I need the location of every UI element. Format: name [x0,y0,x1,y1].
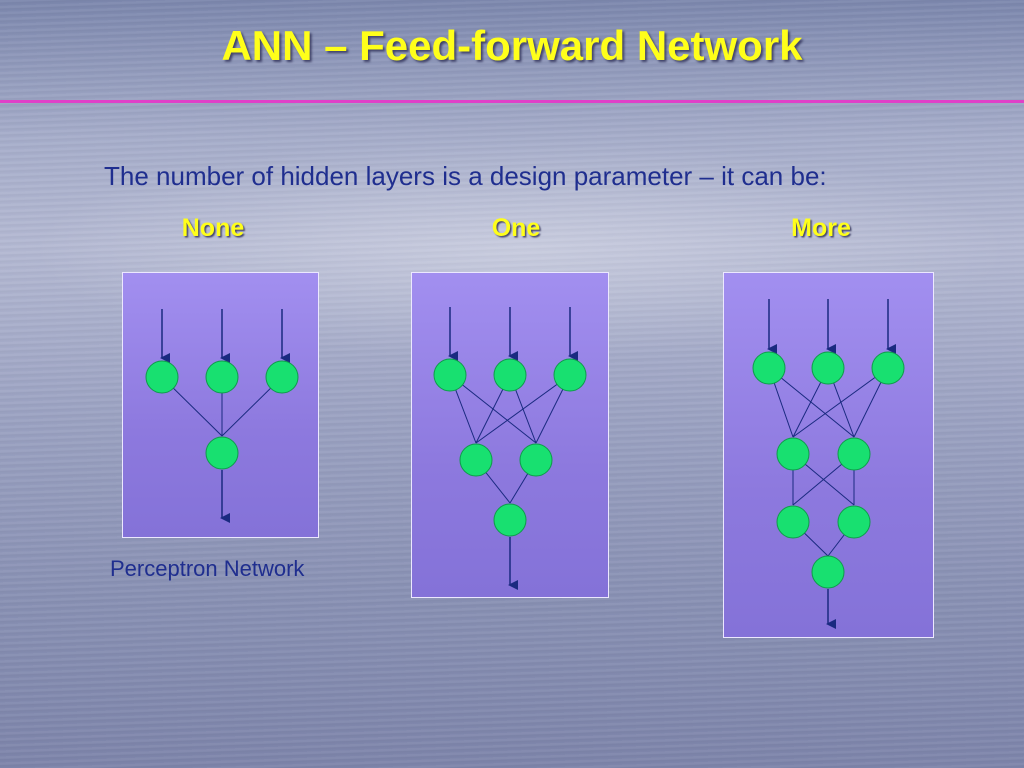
perceptron-caption: Perceptron Network [110,556,305,581]
hidden-node [519,443,553,477]
label-one: One [491,214,541,242]
hidden-node [776,505,810,539]
slide-subtitle: The number of hidden layers is a design … [104,161,827,191]
input-node [811,351,845,385]
slide-title: ANN – Feed-forward Network [221,22,803,69]
input-arrows [767,299,896,354]
connection-edge [768,367,855,438]
nodes [752,351,905,589]
output-node [811,555,845,589]
input-node [553,358,587,392]
input-node [145,360,179,394]
label-none: None [181,214,245,242]
connection-edge [475,374,571,444]
nodes [145,360,299,470]
panel-no-hidden [122,272,319,538]
panel-multi-hidden [723,272,934,638]
hidden-node [837,505,871,539]
title-divider [0,100,1024,103]
hidden-node [837,437,871,471]
input-arrows [160,309,290,363]
input-node [493,358,527,392]
one-hidden-layer-diagram [433,307,587,590]
connection-edge [792,367,889,438]
label-more: More [791,214,851,242]
input-node [205,360,239,394]
nodes [433,358,587,537]
connections [449,374,571,504]
input-arrows [448,307,578,361]
multi-hidden-layer-diagram [752,299,905,629]
hidden-node [776,437,810,471]
output-node [493,503,527,537]
input-node [265,360,299,394]
input-node [871,351,905,385]
panel-one-hidden [411,272,609,598]
input-node [752,351,786,385]
input-node [433,358,467,392]
output-node [205,436,239,470]
hidden-node [459,443,493,477]
perceptron-network-diagram [145,309,299,523]
